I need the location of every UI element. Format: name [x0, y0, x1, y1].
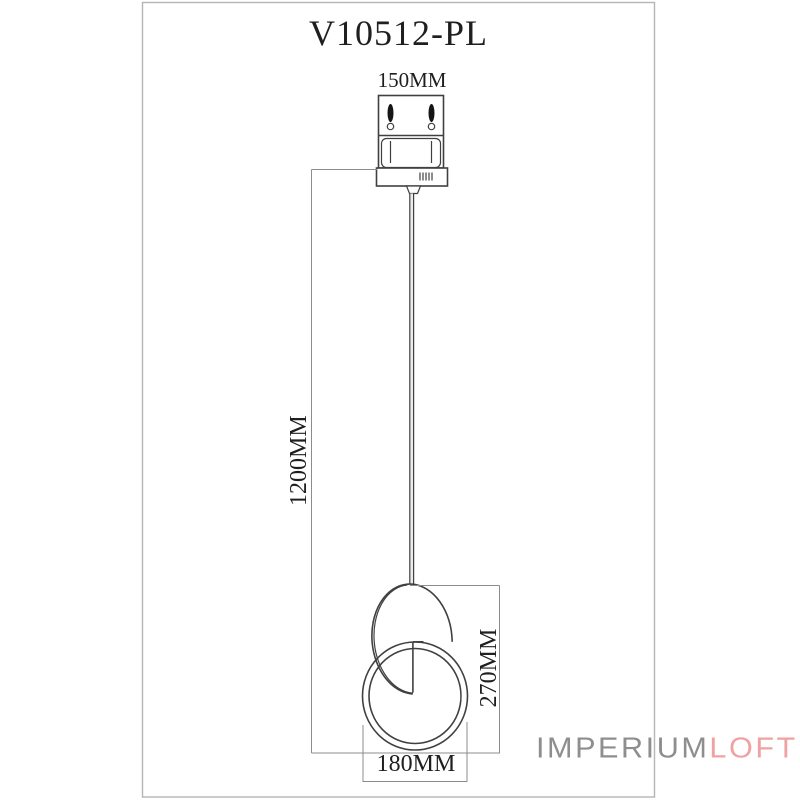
- dim-label-shade-width: 180MM: [376, 751, 456, 777]
- cable-grip-nub: [405, 185, 422, 195]
- keyhole-slot-right: [428, 104, 435, 122]
- dim-label-suspension-length: 1200MM: [286, 415, 312, 506]
- watermark-loft: LOFT: [709, 732, 798, 765]
- canopy-body: [377, 94, 445, 169]
- keyhole-circle-left: [386, 122, 395, 131]
- ceiling-canopy: [375, 94, 449, 195]
- keyhole-circle-right: [427, 122, 436, 131]
- brand-watermark: IMPERIUMLOFT: [536, 732, 798, 765]
- lamp-shade: [361, 583, 469, 751]
- dim-label-shade-height: 270MM: [476, 628, 502, 708]
- model-number: V10512-PL: [309, 13, 488, 53]
- dim-label-canopy-width: 150MM: [377, 68, 447, 92]
- suspension-cable: [409, 193, 415, 584]
- keyhole-slot-left: [387, 104, 394, 122]
- drawing-frame: [141, 1, 656, 798]
- dimension-lines: [311, 169, 500, 782]
- canopy-base-plate: [375, 167, 449, 187]
- watermark-imperium: IMPERIUM: [536, 732, 710, 765]
- plate-vent-hatch: [419, 172, 433, 181]
